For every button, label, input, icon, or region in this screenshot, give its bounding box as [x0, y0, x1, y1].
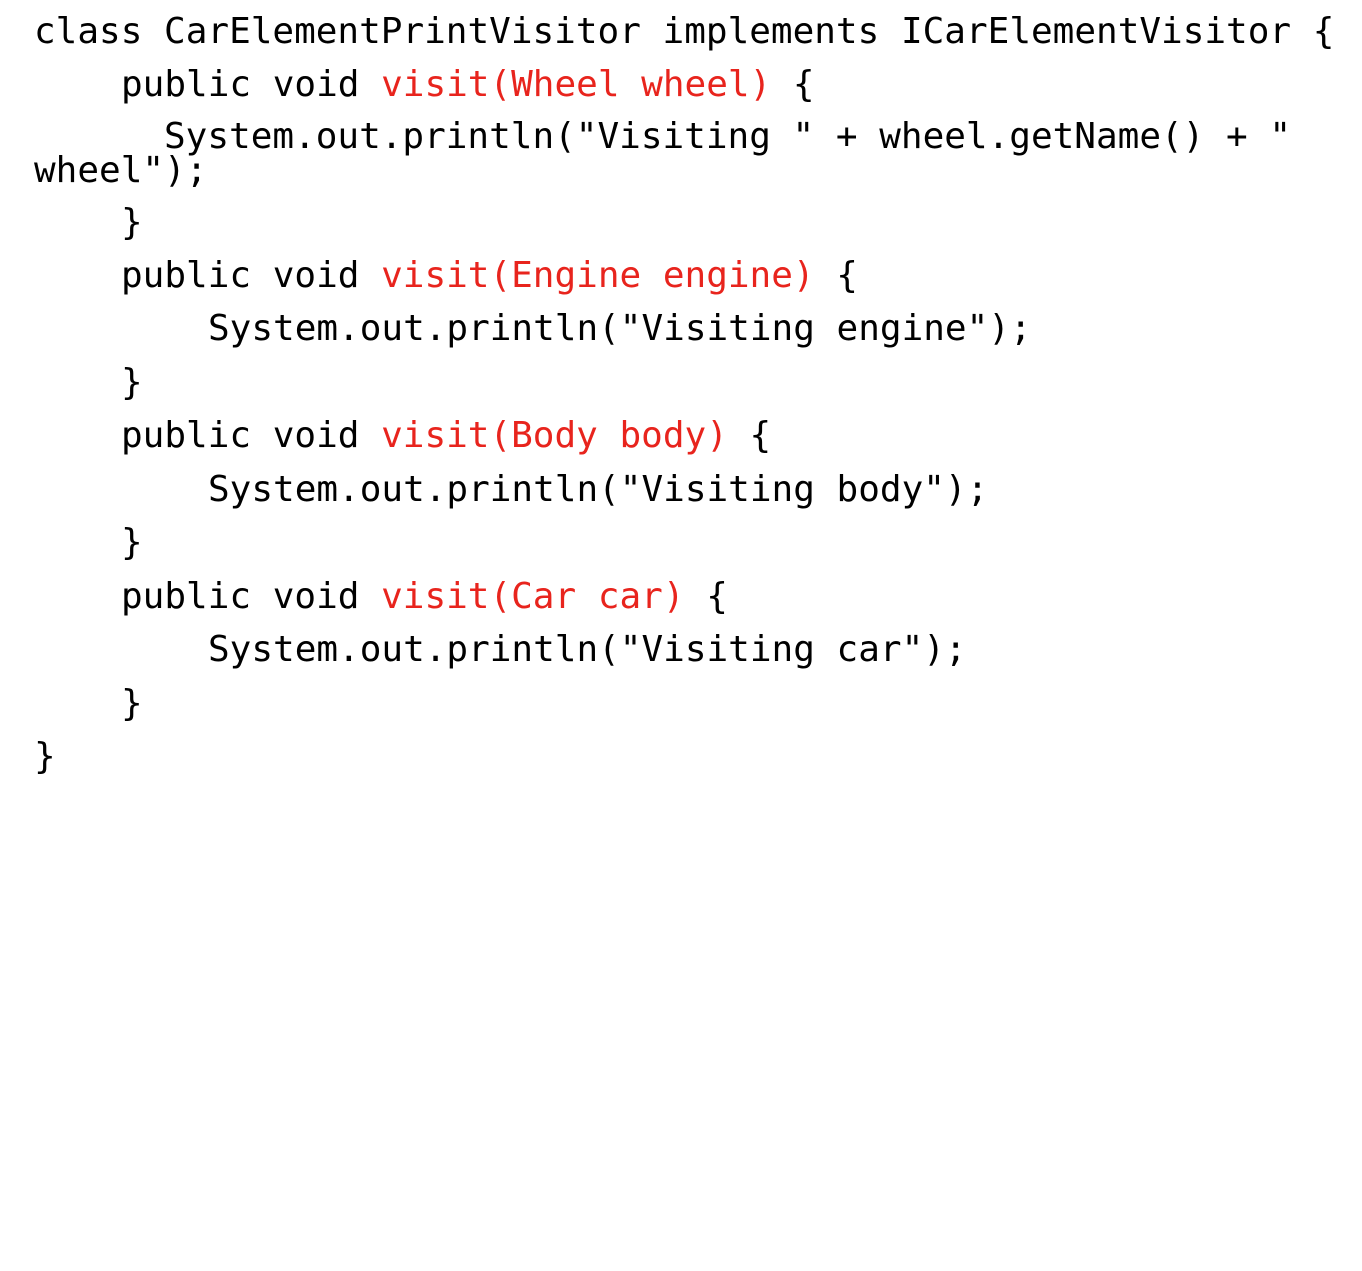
method-wheel-body-line2: wheel"); — [34, 148, 207, 194]
class-declaration: class CarElementPrintVisitor implements … — [34, 9, 1334, 55]
method-engine-close: } — [121, 360, 143, 406]
class-close: } — [34, 734, 56, 780]
statement-text-wrapped: wheel"); — [34, 150, 208, 191]
method-open-brace: { — [684, 576, 728, 617]
method-body-signature: public void visit(Body body) { — [121, 413, 771, 459]
method-name-highlight: visit(Wheel wheel) — [381, 64, 772, 105]
method-name-highlight: visit(Engine engine) — [381, 255, 815, 296]
code-listing: class CarElementPrintVisitor implements … — [34, 9, 1334, 780]
close-brace: } — [121, 522, 143, 563]
statement-text: System.out.println("Visiting car"); — [208, 629, 967, 670]
method-car-signature: public void visit(Car car) { — [121, 574, 728, 620]
statement-text: System.out.println("Visiting engine"); — [208, 308, 1032, 349]
method-car-close: } — [121, 681, 143, 727]
method-open-brace: { — [727, 415, 772, 456]
method-modifier: public void — [121, 255, 382, 296]
method-modifier: public void — [121, 415, 382, 456]
method-modifier: public void — [121, 576, 382, 617]
close-brace: } — [121, 683, 143, 724]
close-brace: } — [121, 362, 143, 403]
method-wheel-body-line1: System.out.println("Visiting " + wheel.g… — [164, 114, 1291, 160]
method-body-body: System.out.println("Visiting body"); — [208, 467, 988, 513]
method-wheel-signature: public void visit(Wheel wheel) { — [121, 62, 815, 108]
method-body-close: } — [121, 520, 143, 566]
method-modifier: public void — [121, 64, 382, 105]
close-brace: } — [34, 736, 56, 777]
method-open-brace: { — [771, 64, 815, 105]
method-engine-signature: public void visit(Engine engine) { — [121, 253, 858, 299]
method-open-brace: { — [814, 255, 858, 296]
method-name-highlight: visit(Car car) — [381, 576, 685, 617]
method-engine-body: System.out.println("Visiting engine"); — [208, 306, 1032, 352]
method-name-highlight: visit(Body body) — [381, 415, 728, 456]
method-car-body: System.out.println("Visiting car"); — [208, 627, 967, 673]
close-brace: } — [121, 202, 143, 243]
method-wheel-close: } — [121, 200, 143, 246]
statement-text: System.out.println("Visiting " + wheel.g… — [164, 116, 1292, 157]
statement-text: System.out.println("Visiting body"); — [208, 469, 989, 510]
class-declaration-text: class CarElementPrintVisitor implements … — [34, 11, 1335, 52]
